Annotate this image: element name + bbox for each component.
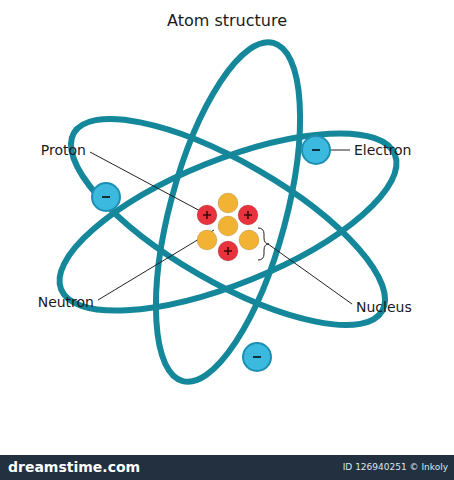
part-label: Nucleus (356, 299, 412, 315)
nucleus-bracket (258, 228, 269, 260)
leader-line (330, 150, 350, 151)
electron-orbits (38, 28, 418, 396)
neutron (197, 230, 217, 250)
part-label: Neutron (38, 294, 94, 310)
leader-lines (90, 150, 352, 304)
neutron (218, 193, 238, 213)
orbit (44, 81, 412, 363)
plus-sign (203, 211, 252, 255)
plus-signs (203, 211, 252, 255)
image-id: ID 126940251 © Inkoly (343, 462, 448, 472)
neutron (239, 230, 259, 250)
electrons (92, 136, 330, 371)
diagram-title: Atom structure (167, 11, 287, 30)
orbit (127, 28, 330, 396)
watermark: dreamstime.com (8, 459, 140, 475)
nucleus (197, 193, 259, 261)
neutron (218, 216, 238, 236)
orbit (38, 97, 418, 347)
leader-line (268, 244, 352, 304)
part-label: Electron (354, 142, 411, 158)
part-label: Proton (41, 142, 86, 158)
minus-sign (102, 150, 320, 357)
leader-line (90, 152, 204, 213)
